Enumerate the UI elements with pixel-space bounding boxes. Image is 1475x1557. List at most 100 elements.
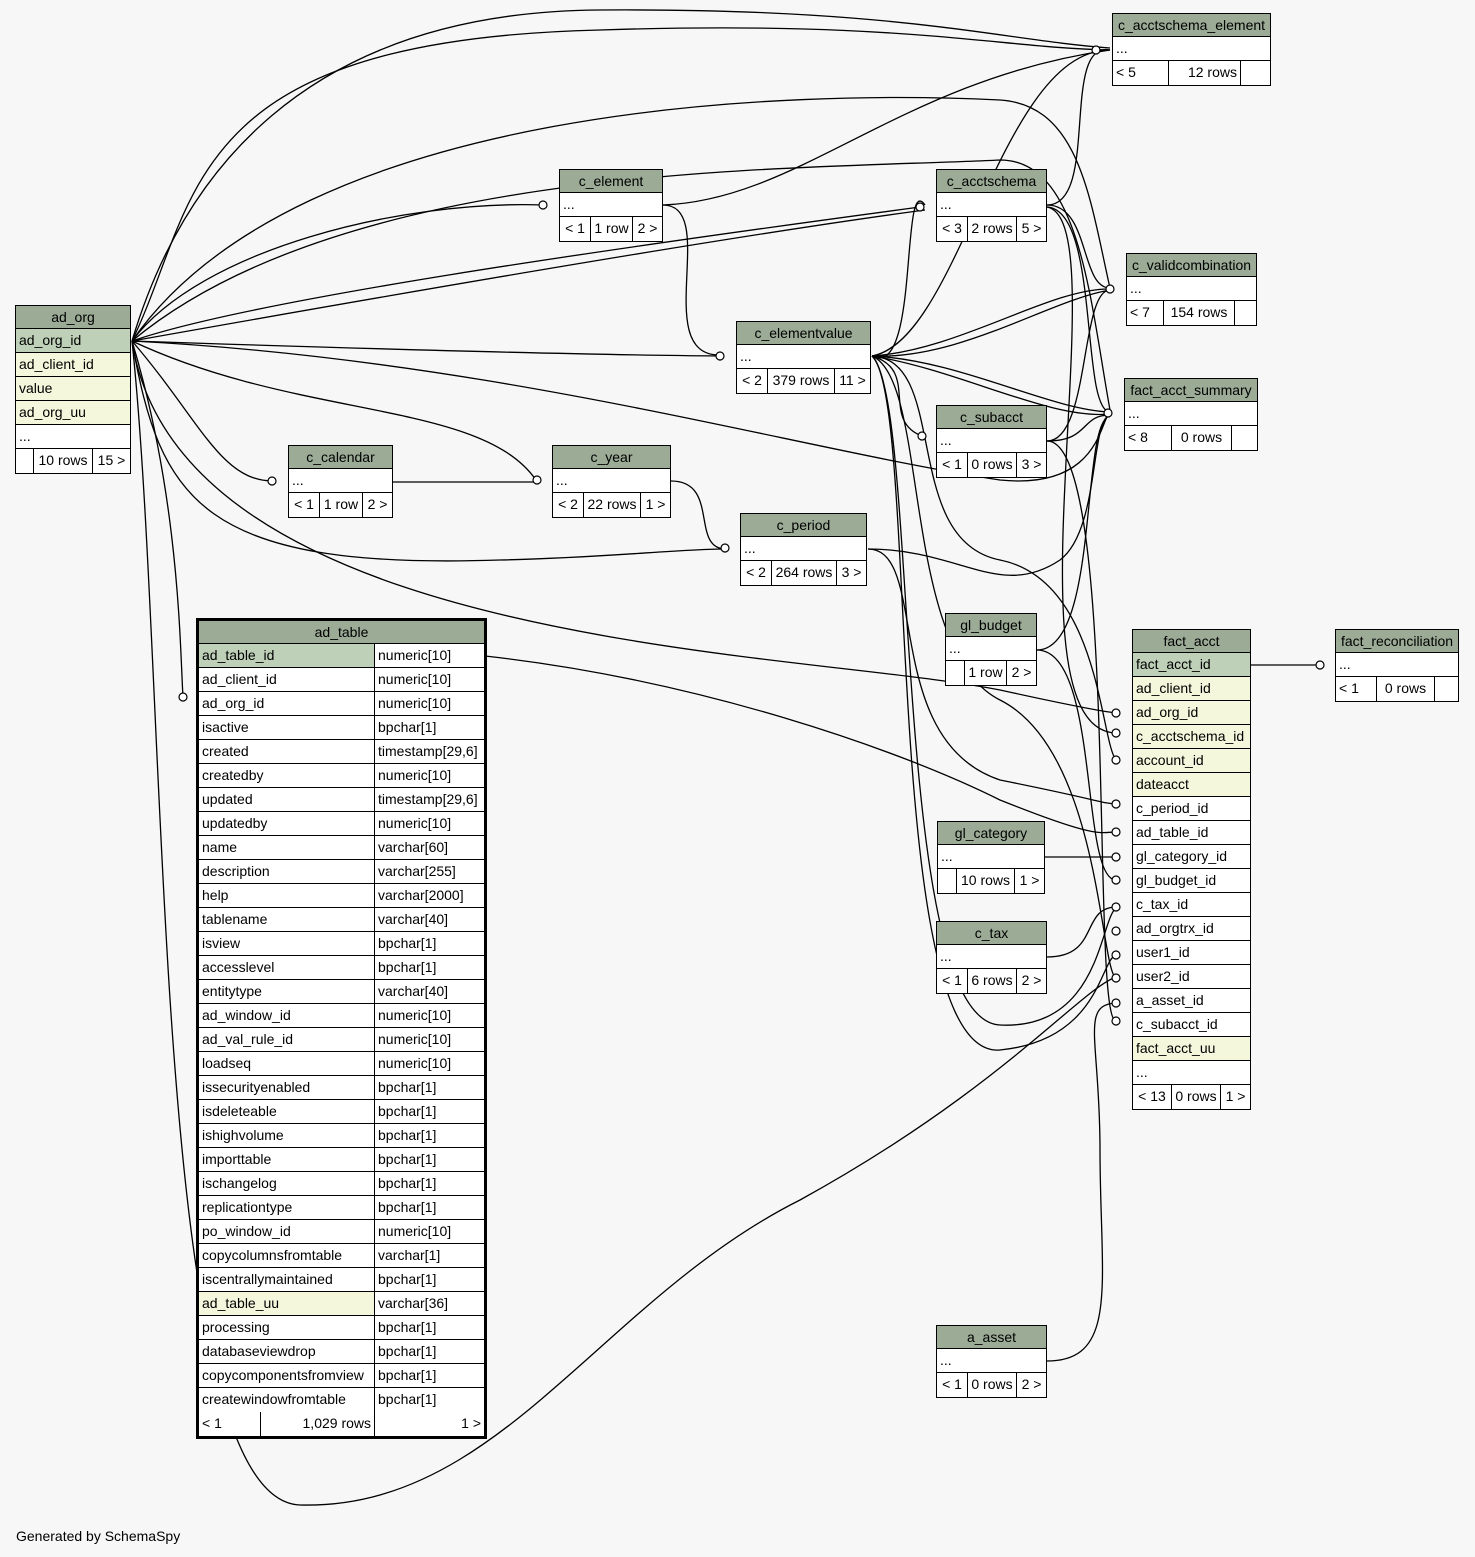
table-c-period[interactable]: c_period ... < 2 264 rows 3 > (740, 513, 867, 586)
column-name[interactable]: c_acctschema_id (1136, 728, 1245, 744)
column-name[interactable]: ad_client_id (1136, 680, 1211, 696)
table-title[interactable]: c_calendar (289, 446, 392, 469)
parents-link[interactable]: < 1 (565, 220, 585, 236)
table-title[interactable]: gl_budget (946, 614, 1036, 637)
table-ad-org[interactable]: ad_org ad_org_id ad_client_id value ad_o… (15, 305, 131, 474)
column-name[interactable]: isactive (202, 719, 249, 735)
parents-link[interactable]: < 3 (942, 220, 962, 236)
table-gl-category[interactable]: gl_category ... 10 rows 1 > (937, 821, 1045, 894)
table-c-elementvalue[interactable]: c_elementvalue ... < 2 379 rows 11 > (736, 321, 871, 394)
table-title[interactable]: fact_reconciliation (1336, 630, 1458, 653)
column-name[interactable]: value (19, 380, 53, 396)
column-name[interactable]: name (202, 839, 238, 855)
parents-link[interactable]: < 1 (942, 456, 962, 472)
children-link[interactable]: 2 > (632, 217, 662, 241)
column-name[interactable]: isview (202, 935, 241, 951)
column-name[interactable]: ad_org_id (19, 332, 82, 348)
column-name[interactable]: help (202, 887, 229, 903)
table-title[interactable]: c_elementvalue (737, 322, 870, 345)
table-c-acctschema-element[interactable]: c_acctschema_element ... < 5 12 rows (1112, 13, 1271, 86)
column-name[interactable]: ad_client_id (19, 356, 94, 372)
column-name[interactable]: databaseviewdrop (202, 1343, 316, 1359)
column-name[interactable]: ad_client_id (202, 671, 277, 687)
column-name[interactable]: account_id (1136, 752, 1204, 768)
parents-link[interactable]: < 8 (1128, 429, 1148, 445)
table-title[interactable]: a_asset (937, 1326, 1046, 1349)
column-name[interactable]: processing (202, 1319, 270, 1335)
parents-link[interactable]: < 7 (1130, 304, 1150, 320)
children-link[interactable]: 2 > (362, 493, 392, 517)
children-link[interactable]: 3 > (836, 561, 866, 585)
column-name[interactable]: user2_id (1136, 968, 1190, 984)
children-link[interactable]: 1 > (374, 1412, 484, 1436)
column-name[interactable]: ischangelog (202, 1175, 277, 1191)
column-name[interactable]: a_asset_id (1136, 992, 1204, 1008)
table-c-subacct[interactable]: c_subacct ... < 1 0 rows 3 > (936, 405, 1047, 478)
table-c-acctschema[interactable]: c_acctschema ... < 3 2 rows 5 > (936, 169, 1047, 242)
parents-link[interactable]: < 2 (558, 496, 578, 512)
column-name[interactable]: dateacct (1136, 776, 1189, 792)
column-name[interactable]: copycolumnsfromtable (202, 1247, 343, 1263)
table-c-validcombination[interactable]: c_validcombination ... < 7 154 rows (1126, 253, 1257, 326)
table-c-element[interactable]: c_element ... < 1 1 row 2 > (559, 169, 663, 242)
column-name[interactable]: createdby (202, 767, 264, 783)
table-a-asset[interactable]: a_asset ... < 1 0 rows 2 > (936, 1325, 1047, 1398)
children-link[interactable] (1434, 677, 1458, 701)
column-name[interactable]: ishighvolume (202, 1127, 284, 1143)
table-title[interactable]: c_acctschema (937, 170, 1046, 193)
column-name[interactable]: ad_table_uu (199, 1292, 374, 1315)
parents-link[interactable]: < 1 (294, 496, 314, 512)
column-name[interactable]: ad_table_id (199, 644, 374, 667)
table-gl-budget[interactable]: gl_budget ... 1 row 2 > (945, 613, 1037, 686)
table-fact-reconciliation[interactable]: fact_reconciliation ... < 1 0 rows (1335, 629, 1459, 702)
column-name[interactable]: ad_orgtrx_id (1136, 920, 1214, 936)
children-link[interactable] (1234, 301, 1256, 325)
children-link[interactable]: 1 > (1014, 869, 1044, 893)
column-name[interactable]: ad_table_id (1136, 824, 1209, 840)
column-name[interactable]: copycomponentsfromview (202, 1367, 364, 1383)
table-title[interactable]: c_element (560, 170, 662, 193)
column-name[interactable]: user1_id (1136, 944, 1190, 960)
column-name[interactable]: fact_acct_uu (1136, 1040, 1216, 1056)
column-name[interactable]: updatedby (202, 815, 268, 831)
table-title[interactable]: fact_acct_summary (1125, 379, 1257, 402)
table-c-year[interactable]: c_year ... < 2 22 rows 1 > (552, 445, 671, 518)
table-title[interactable]: c_period (741, 514, 866, 537)
column-name[interactable]: description (202, 863, 270, 879)
parents-link[interactable] (16, 449, 33, 473)
column-name[interactable]: createwindowfromtable (202, 1391, 346, 1407)
parents-link[interactable]: < 1 (942, 972, 962, 988)
parents-link[interactable]: < 2 (746, 564, 766, 580)
column-name[interactable]: loadseq (202, 1055, 252, 1071)
table-title[interactable]: c_validcombination (1127, 254, 1256, 277)
table-c-tax[interactable]: c_tax ... < 1 6 rows 2 > (936, 921, 1047, 994)
column-name[interactable]: accesslevel (202, 959, 275, 975)
children-link[interactable]: 2 > (1006, 661, 1036, 685)
parents-link[interactable]: < 1 (942, 1376, 962, 1392)
table-title[interactable]: gl_category (938, 822, 1044, 845)
children-link[interactable] (1231, 426, 1257, 450)
table-title[interactable]: c_tax (937, 922, 1046, 945)
